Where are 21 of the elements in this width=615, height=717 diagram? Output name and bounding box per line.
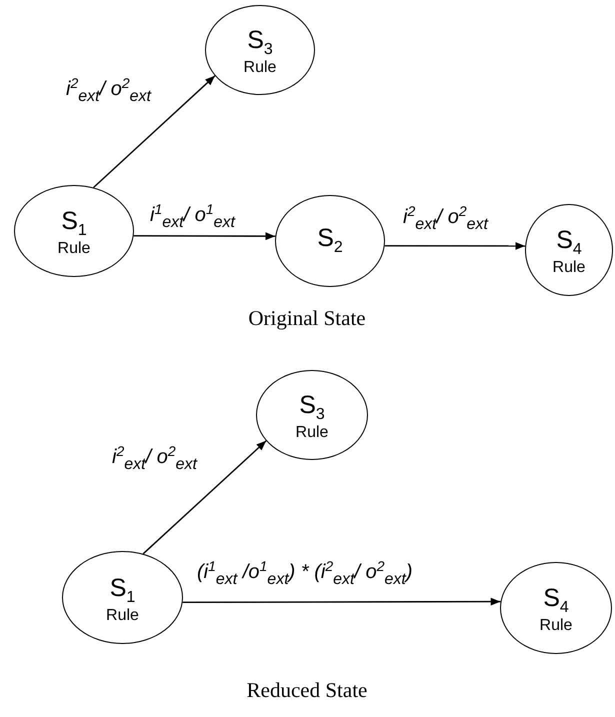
state-rule: Rule (244, 59, 276, 77)
state-rule: Rule (58, 240, 90, 258)
state-name: S$_{4}$ (543, 585, 569, 618)
state-name: S$_{4}$ (556, 227, 582, 260)
state-name: S$_{1}$ (110, 574, 136, 607)
transition-arrow (182, 598, 501, 606)
state-rule: Rule (552, 259, 586, 277)
transition-arrow (134, 232, 276, 240)
state-name: S$_{3}$ (247, 27, 273, 60)
state-name: S$_{2}$ (317, 225, 343, 257)
state-name: S$_{1}$ (61, 208, 87, 240)
state-rule: Rule (106, 606, 139, 624)
state-name: S$_{3}$ (299, 392, 325, 424)
edge-label: (i$^{1}$$_{ext}$ /o$^{1}$$_{ext}$) * (i$^{2}$$_{ext}$/ o$^{2}$$_{ext}$) (197, 561, 413, 584)
diagram-caption: Original State (248, 306, 366, 331)
diagram-caption: Reduced State (246, 678, 368, 703)
state-rule: Rule (296, 424, 328, 442)
transition-arrow (93, 75, 216, 188)
transition-arrow (142, 440, 267, 554)
transition-arrow (384, 242, 526, 250)
state-rule: Rule (540, 617, 572, 635)
